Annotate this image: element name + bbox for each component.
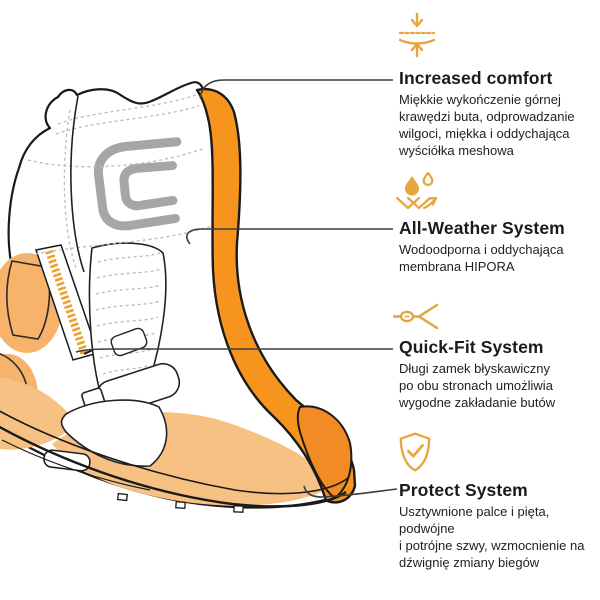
heel-tread [1,439,151,491]
callout-line-increased-comfort [199,79,393,99]
feature-increased-comfort: Increased comfort Miękkie wykończenie gó… [391,12,600,159]
shield-check-icon [393,432,600,472]
water-repellent-icon [393,171,600,214]
feature-title: Protect System [399,480,528,500]
callout-line-protect [303,485,398,498]
feature-title: All-Weather System [399,218,565,238]
sole-cleats [116,492,244,513]
callout-line-quick-fit [75,348,393,353]
feature-title: Quick-Fit System [399,337,544,357]
feature-title: Increased comfort [399,68,553,88]
stitching [17,94,213,269]
flap-edge [70,95,85,273]
rear-orange-band [195,87,357,504]
sole-bottom [0,425,347,508]
zipper-icon [392,303,600,330]
brand-logo [93,137,182,231]
feature-quick-fit: Quick-Fit System Długi zamek błyskawiczn… [391,303,600,411]
feature-protect: Protect System Usztywnione palce i pięta… [391,432,600,571]
callout-line-all-weather [186,228,393,245]
heel-wash [0,376,76,450]
feature-description: Wodoodporna i oddychająca membrana HIPOR… [399,242,564,274]
feature-all-weather: All-Weather System Wodoodporna i oddycha… [391,171,600,275]
compression-icon [393,12,600,58]
toe-panel [60,399,168,467]
zipper-teeth [45,249,89,357]
feature-description: Miękkie wykończenie górnej krawędzi buta… [399,92,575,158]
sole-welt [0,410,349,495]
feature-description: Usztywnione palce i pięta, podwójne i po… [399,504,585,570]
feature-description: Długi zamek błyskawiczny po obu stronach… [399,361,556,410]
